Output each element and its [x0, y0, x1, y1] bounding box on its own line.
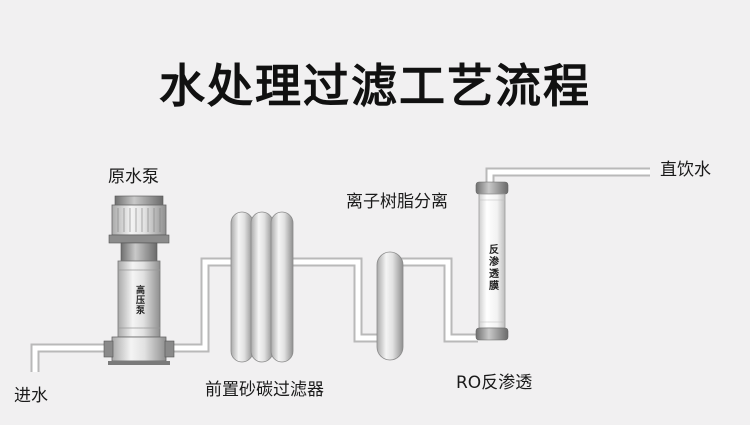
raw-water-pump-label: 原水泵: [108, 167, 159, 187]
pipe-network: [30, 167, 650, 372]
inlet-label: 进水: [14, 386, 48, 406]
drinking-water-outlet-label: 直饮水: [660, 160, 711, 180]
ro-membrane-label: 反渗透膜: [487, 243, 499, 292]
ion-resin-label: 离子树脂分离: [346, 192, 448, 212]
sand-carbon-filter-label: 前置砂碳过滤器: [205, 380, 324, 400]
page-title: 水处理过滤工艺流程: [159, 59, 591, 113]
ion-resin-tank: [376, 251, 404, 361]
high-pressure-pump-label: 高压泵: [134, 284, 145, 315]
sand-carbon-filters: [230, 211, 294, 363]
pump-unit: [103, 195, 175, 365]
ro-label: RO反渗透: [456, 373, 533, 393]
ro-membrane-vessel: [475, 181, 509, 341]
